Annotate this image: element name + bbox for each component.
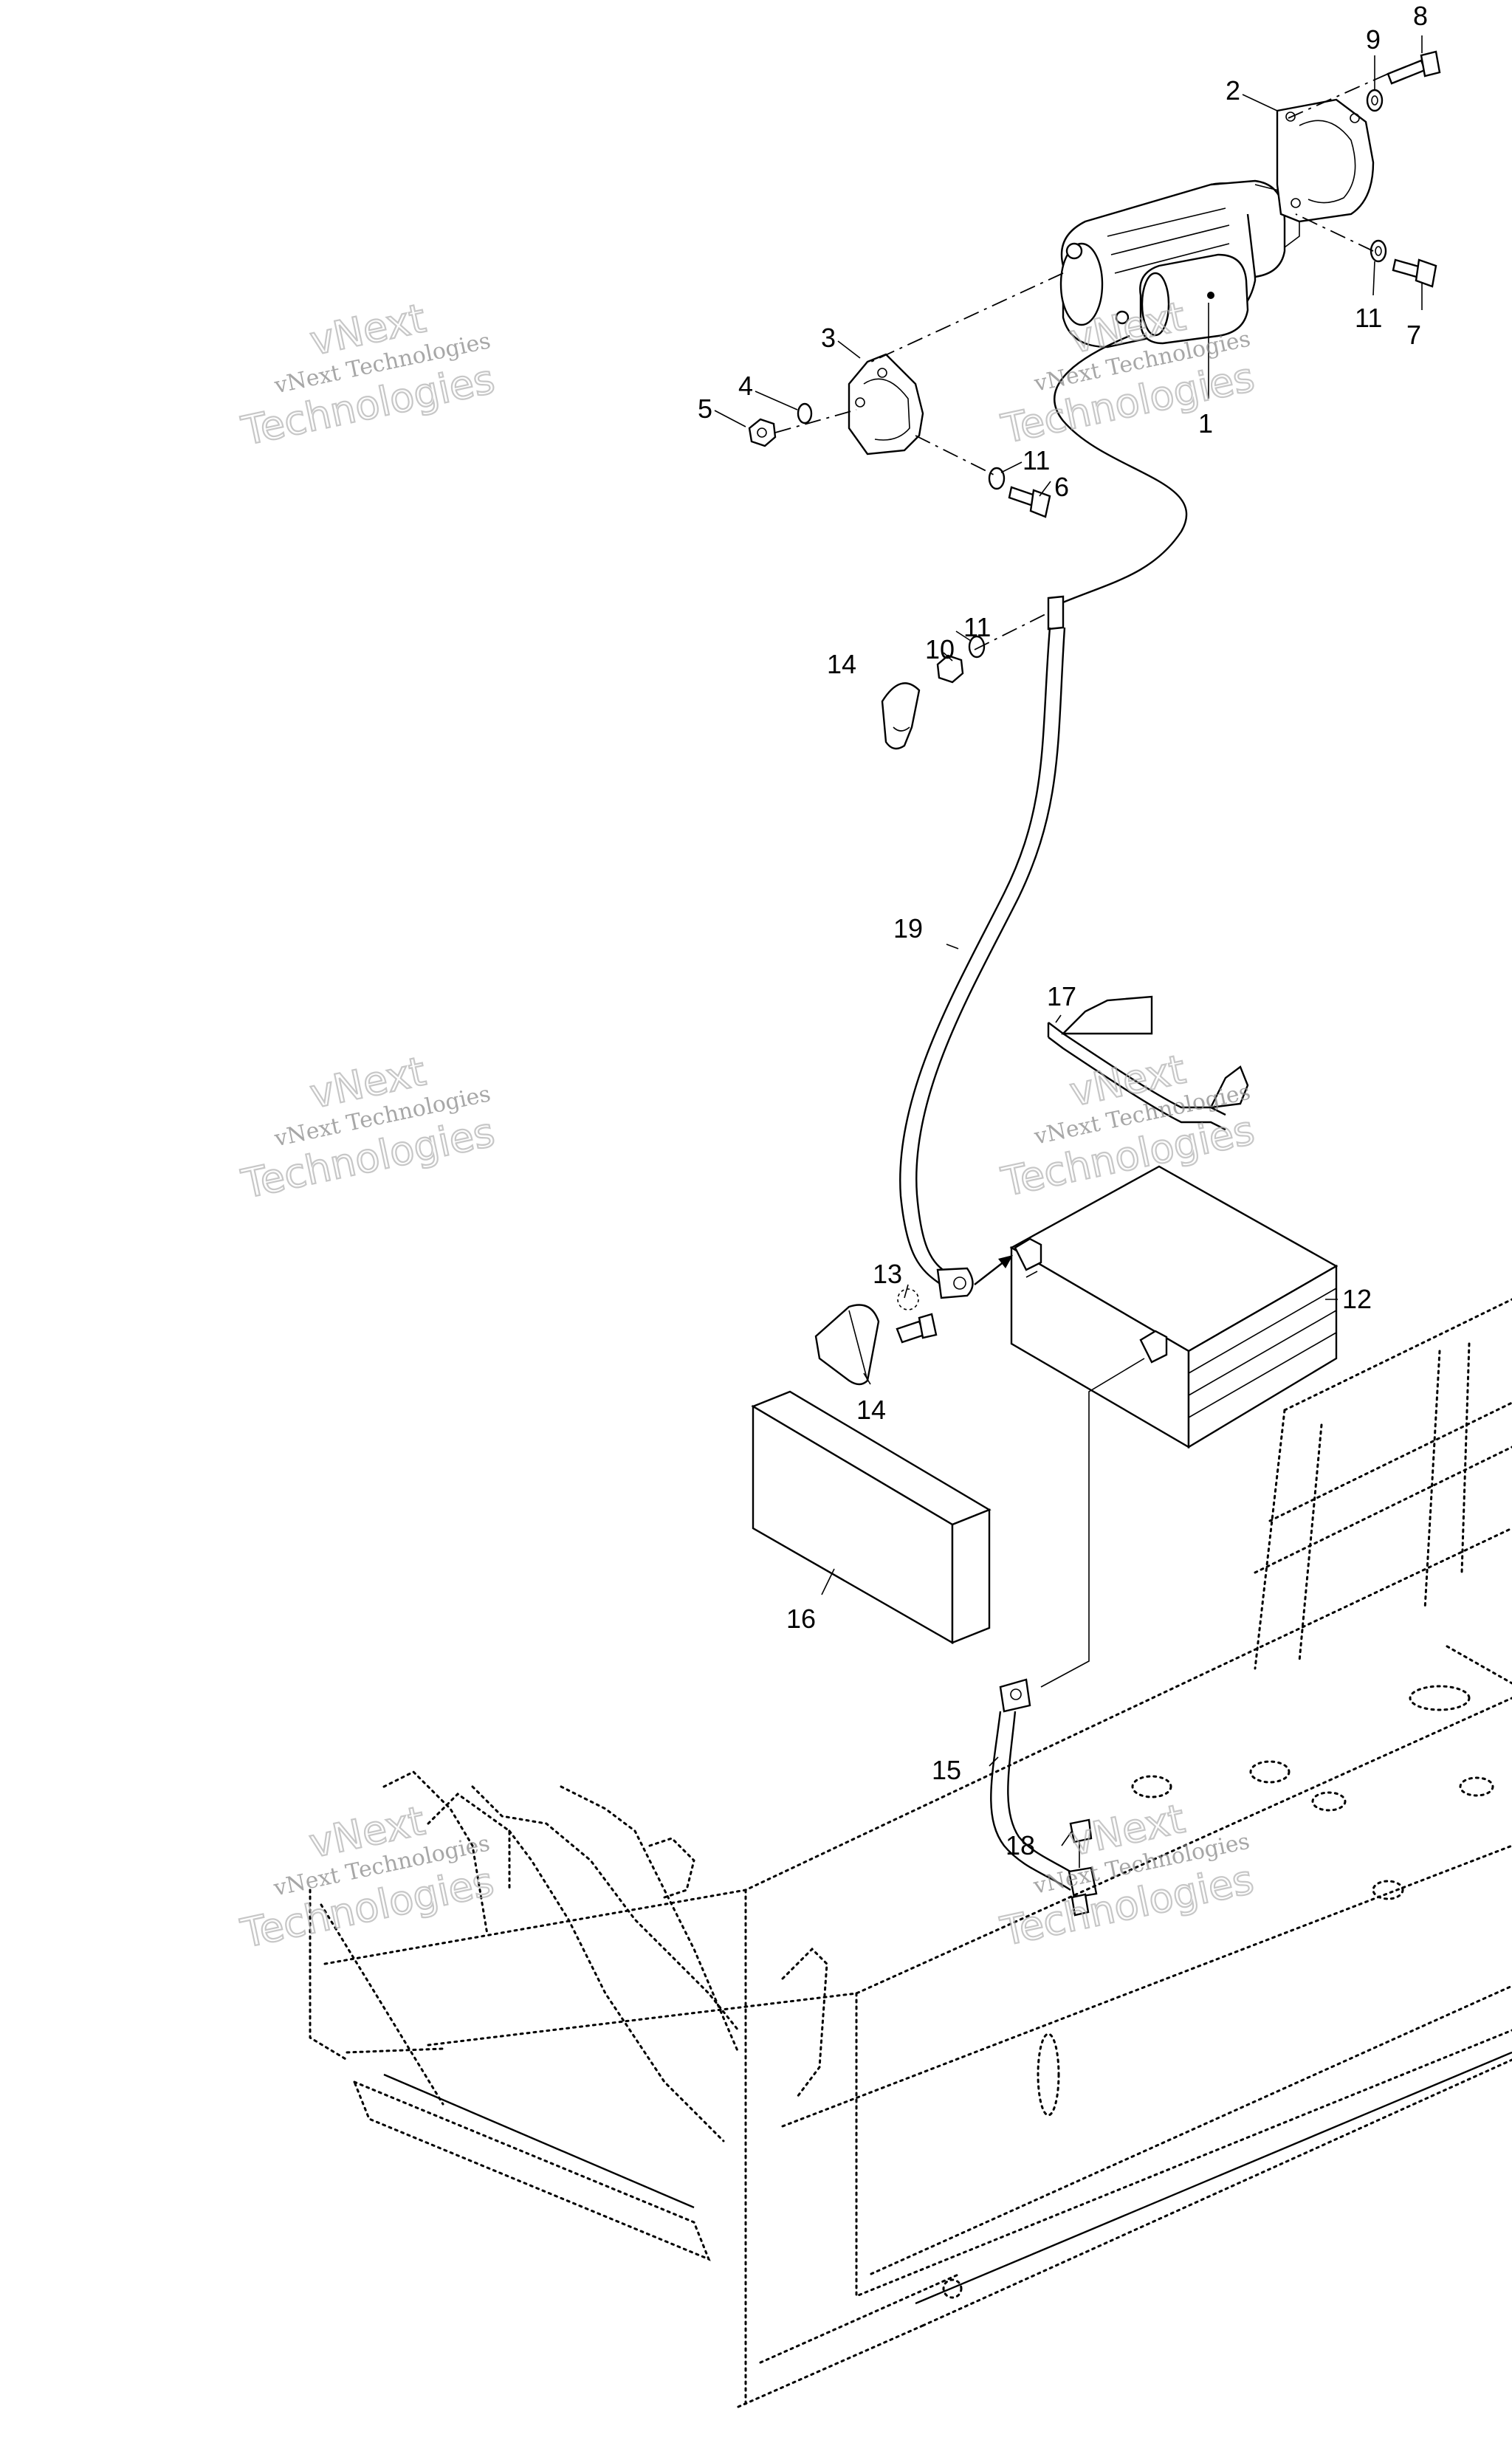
callout-16: 16 [786,1604,816,1634]
watermark-bottom-left: vNext vNext Technologies Technologies [236,1796,499,1958]
callout-14-top: 14 [827,649,856,679]
callout-11-low: 11 [963,612,991,642]
watermark-bottom-right: vNext vNext Technologies Technologies [996,1795,1259,1956]
washer-9 [1366,89,1384,112]
mounting-plate-2 [1276,98,1375,223]
washer-11-mid [988,467,1006,490]
washer-4 [797,402,813,425]
foam-pad-16 [751,1390,992,1645]
callout-11-mid: 11 [1023,445,1050,475]
callout-9: 9 [1366,24,1381,55]
callout-5: 5 [698,394,712,424]
washer-11-low [968,635,986,659]
washer-11-top [1370,239,1387,263]
callout-7: 7 [1406,320,1421,350]
bolt-6 [1008,486,1051,518]
terminal-cover-14-top [881,682,921,750]
callout-19: 19 [893,913,923,944]
vehicle-frame [309,1298,1512,2408]
watermark-top-left: vNext vNext Technologies Technologies [237,294,500,456]
battery-strap-17 [1047,995,1249,1131]
callout-12: 12 [1342,1284,1372,1314]
bolt-13 [896,1288,938,1344]
bolt-8 [1386,50,1441,85]
nut-5 [748,418,777,447]
callout-18: 18 [1006,1830,1035,1860]
callout-10: 10 [925,634,955,664]
callout-13: 13 [873,1259,902,1289]
callout-4: 4 [738,371,753,401]
watermark-mid-right: vNext vNext Technologies Technologies [997,1045,1260,1206]
leader-lines [714,35,1423,1846]
callout-15: 15 [932,1755,961,1785]
starter-motor [1059,179,1300,348]
bolt-18 [1069,1818,1093,1917]
callout-3: 3 [821,323,836,353]
watermark-mid-left: vNext vNext Technologies Technologies [237,1047,500,1209]
battery-cable-19 [899,595,1066,1299]
callout-6: 6 [1054,472,1069,502]
mounting-plate-3 [848,353,924,456]
ground-cable-15 [990,1678,1098,1899]
bolt-7 [1392,258,1437,288]
callout-2: 2 [1226,75,1240,106]
callout-14-bottom: 14 [856,1395,886,1425]
battery-12 [1009,1165,1339,1449]
nut-10 [936,654,964,684]
terminal-cover-14-bottom [814,1304,880,1386]
callout-8: 8 [1413,1,1428,31]
callout-17: 17 [1047,981,1076,1011]
callout-11-top: 11 [1355,303,1382,333]
callout-1: 1 [1198,408,1213,439]
